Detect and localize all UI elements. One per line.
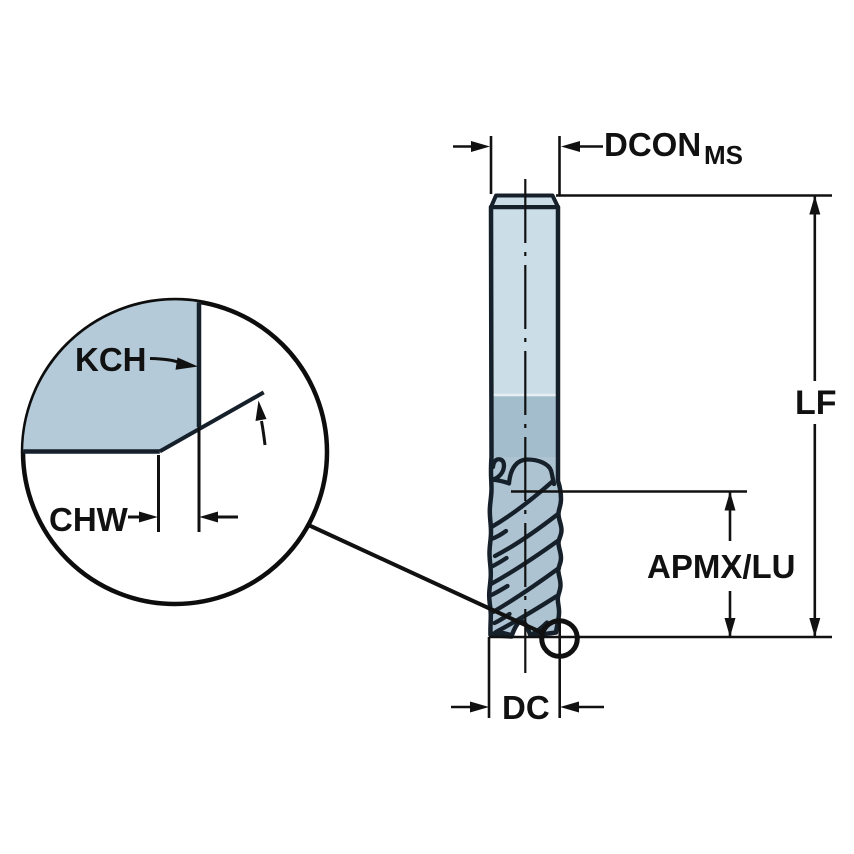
svg-text:CHW: CHW bbox=[49, 501, 129, 538]
svg-text:KCH: KCH bbox=[75, 341, 147, 378]
svg-text:LF: LF bbox=[795, 384, 837, 422]
svg-text:DC: DC bbox=[502, 689, 550, 726]
svg-text:MS: MS bbox=[704, 140, 743, 170]
svg-text:DCON: DCON bbox=[604, 126, 701, 163]
svg-text:APMX/LU: APMX/LU bbox=[647, 548, 796, 585]
